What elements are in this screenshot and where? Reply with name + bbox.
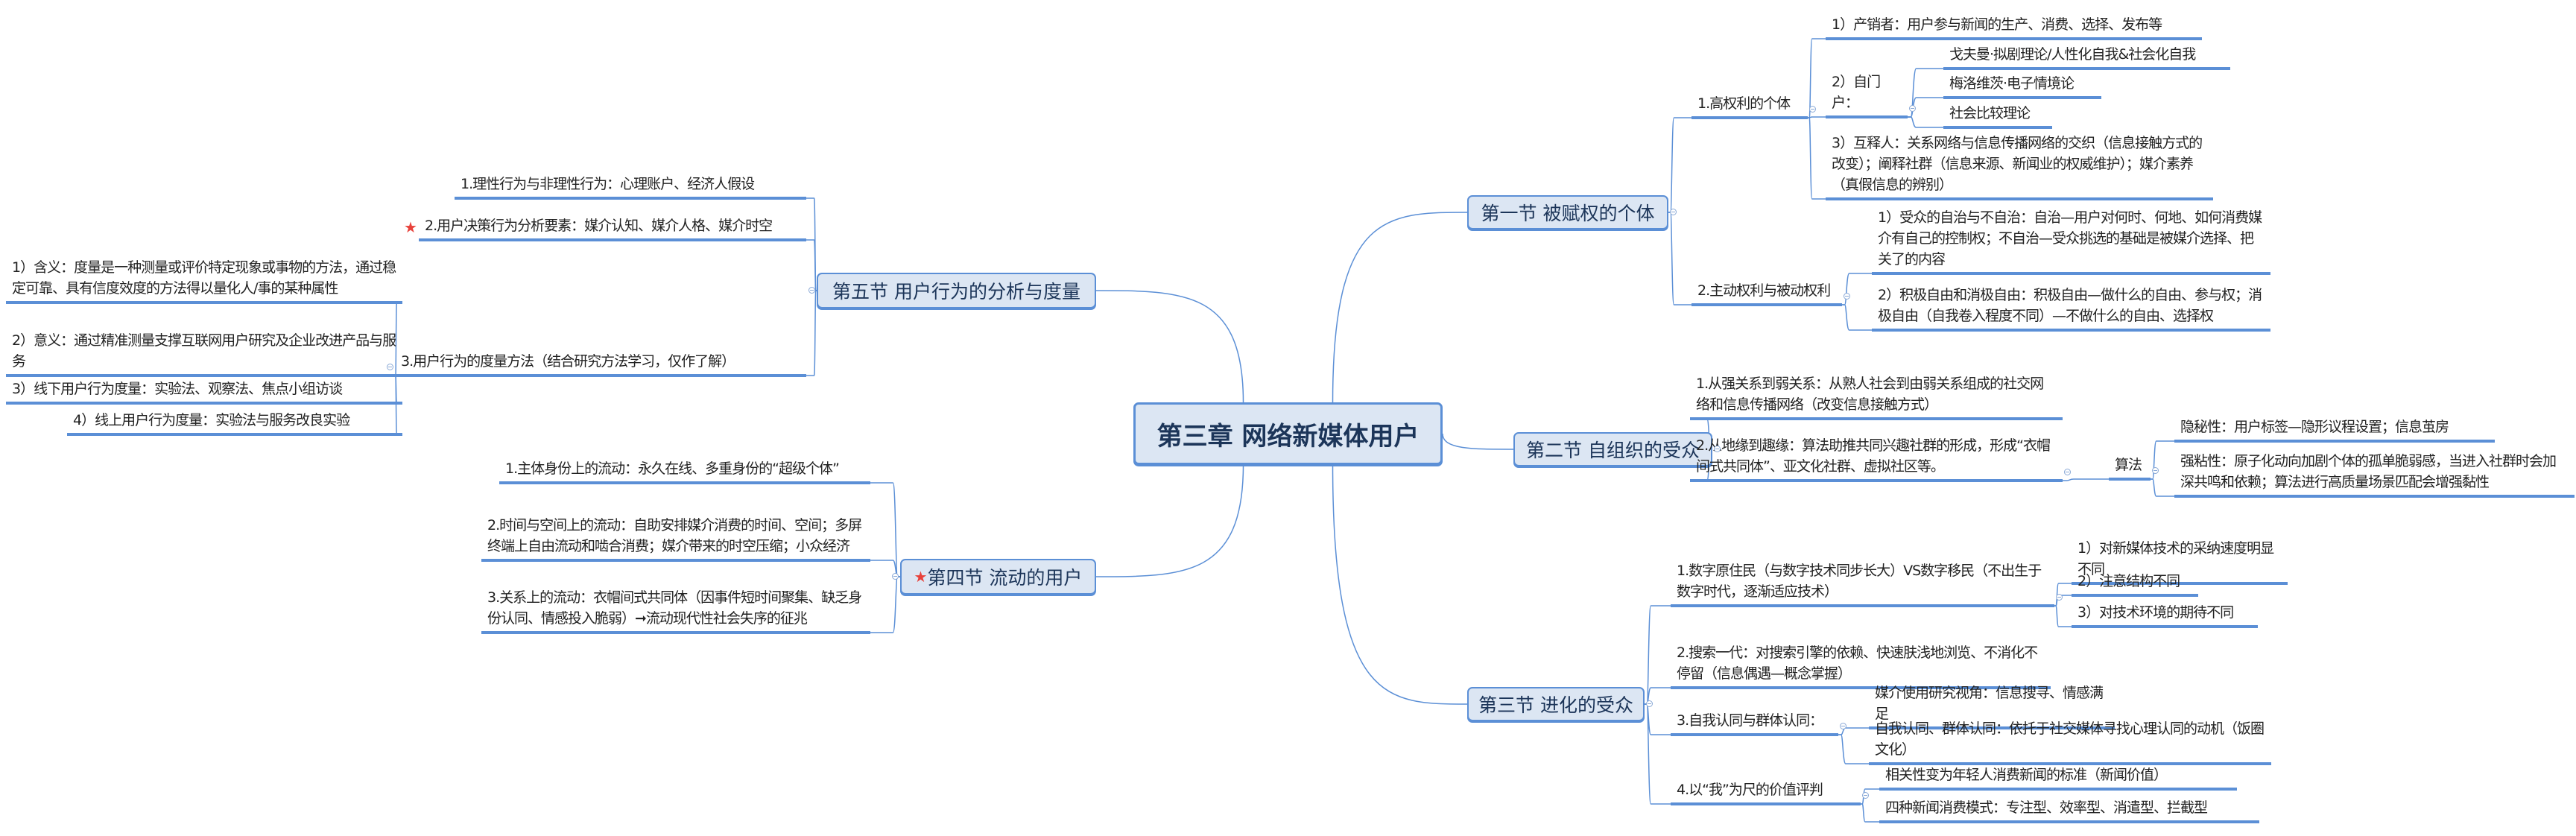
connector-line — [1442, 433, 1514, 450]
collapse-toggle-icon[interactable] — [1670, 209, 1677, 215]
topic-concealment[interactable]: 隐秘性：用户标签—隐形议程设置；信息茧房 — [2174, 415, 2495, 443]
connector-line — [1332, 464, 1468, 705]
topic-prosumer[interactable]: 1）产销者：用户参与新闻的生产、消费、选择、发布等 — [1826, 13, 2202, 40]
topic-identity[interactable]: 3.自我认同与群体认同： — [1671, 709, 1838, 736]
section-2-topic[interactable]: 第二节 自组织的受众 — [1513, 432, 1712, 466]
connector-line — [2054, 605, 2072, 627]
topic-measurement-methods[interactable]: 3.用户行为的度量方法（结合研究方法学习，仅作了解） — [395, 349, 806, 377]
topic-meaning[interactable]: 1）含义：度量是一种测量或评价特定现象或事物的方法，通过稳定可靠、具有信度效度的… — [6, 256, 402, 304]
star-marker-icon: ★ — [404, 218, 417, 236]
topic-significance[interactable]: 2）意义：通过精准测量支撑互联网用户研究及企业改进产品与服务 — [6, 329, 402, 377]
topic-adoption-speed[interactable]: 1）对新媒体技术的采纳速度明显不同 — [2072, 536, 2288, 585]
collapse-toggle-icon[interactable] — [1909, 105, 1916, 112]
connector-line — [1842, 304, 1872, 331]
collapse-toggle-icon[interactable] — [808, 287, 815, 294]
section-5-topic[interactable]: 第五节 用户行为的分析与度量 — [817, 273, 1096, 308]
central-topic[interactable]: 第三章 网络新媒体用户 — [1133, 402, 1443, 465]
topic-positive-negative-freedom[interactable]: 2）积极自由和消极自由：积极自由—做什么的自由、参与权；消极自由（自我卷入程度不… — [1872, 283, 2270, 332]
connector-line — [1095, 290, 1244, 403]
section-3-topic[interactable]: 第三节 进化的受众 — [1467, 687, 1645, 721]
connector-line — [1908, 116, 1943, 128]
topic-goffman[interactable]: 戈夫曼·拟剧理论/人性化自我&社会化自我 — [1943, 42, 2230, 70]
collapse-toggle-icon[interactable] — [2152, 467, 2159, 474]
topic-social-comparison[interactable]: 社会比较理论 — [1943, 101, 2052, 129]
collapse-toggle-icon[interactable] — [1840, 723, 1846, 729]
topic-geo-to-interest[interactable]: 2.从地缘到趣缘：算法助推共同兴趣社群的形成，形成“衣帽间式共同体”、亚文化社群… — [1690, 434, 2063, 482]
collapse-toggle-icon[interactable] — [1714, 446, 1721, 452]
connector-line — [1808, 117, 1826, 200]
collapse-toggle-icon[interactable] — [387, 364, 393, 370]
connector-line — [1842, 273, 1872, 305]
connector-line — [1808, 116, 1826, 118]
collapse-toggle-icon[interactable] — [892, 573, 899, 580]
connector-line — [1645, 605, 1671, 705]
topic-meyrowitz[interactable]: 梅洛维茨·电子情境论 — [1943, 72, 2101, 99]
connector-line — [870, 576, 900, 633]
topic-rational-behavior[interactable]: 1.理性行为与非理性行为：心理账户、经济人假设 — [455, 172, 806, 200]
topic-high-power-individual[interactable]: 1.高权利的个体 — [1692, 92, 1808, 119]
section-4-title: 第四节 流动的用户 — [927, 567, 1083, 589]
star-marker-icon: ★ — [914, 568, 928, 586]
topic-online-measurement[interactable]: 4）线上用户行为度量：实验法与服务改良实验 — [67, 408, 402, 436]
collapse-toggle-icon[interactable] — [1646, 700, 1653, 707]
connector-line — [2151, 478, 2174, 497]
collapse-toggle-icon[interactable] — [2064, 469, 2071, 475]
connector-line — [1668, 212, 1692, 305]
connector-line — [870, 482, 900, 577]
topic-self-portal[interactable]: 2）自门户： — [1826, 70, 1908, 118]
connector-line — [1861, 803, 1879, 823]
topic-tech-expectation[interactable]: 3）对技术环境的期待不同 — [2072, 601, 2258, 628]
topic-relevance[interactable]: 相关性变为年轻人消费新闻的标准（新闻价值） — [1879, 763, 2237, 791]
topic-time-space-flow[interactable]: 2.时间与空间上的流动：自助安排媒介消费的时间、空间；多屏终端上自由流动和啮合消… — [481, 513, 870, 562]
topic-interpreter[interactable]: 3）互释人：关系网络与信息传播网络的交织（信息接触方式的改变）；阐释社群（信息来… — [1826, 131, 2213, 200]
connector-line — [1332, 212, 1468, 403]
topic-consumption-modes[interactable]: 四种新闻消费模式：专注型、效率型、消遣型、拦截型 — [1879, 796, 2259, 823]
collapse-toggle-icon[interactable] — [1844, 293, 1850, 300]
connector-line — [2063, 478, 2109, 481]
collapse-toggle-icon[interactable] — [2056, 594, 2063, 601]
connector-line — [806, 290, 817, 376]
topic-stickiness[interactable]: 强粘性：原子化动向加剧个体的孤单脆弱感，当进入社群时会加深共鸣和依赖；算法进行高… — [2174, 449, 2575, 498]
section-1-topic[interactable]: 第一节 被赋权的个体 — [1467, 195, 1668, 229]
topic-strong-to-weak-ties[interactable]: 1.从强关系到弱关系：从熟人社会到由弱关系组成的社交网络和信息传播网络（改变信息… — [1690, 372, 2063, 420]
topic-decision-factors[interactable]: 2.用户决策行为分析要素：媒介认知、媒介人格、媒介时空 — [419, 214, 806, 241]
topic-active-passive-rights[interactable]: 2.主动权利与被动权利 — [1692, 279, 1842, 306]
topic-self-group-identity[interactable]: 自我认同、群体认同：依托于社交媒体寻找心理认同的动机（饭圈文化） — [1869, 717, 2271, 765]
topic-self-measure[interactable]: 4.以“我”为尺的价值评判 — [1671, 778, 1861, 805]
connector-line — [1095, 464, 1244, 577]
topic-identity-flow[interactable]: 1.主体身份上的流动：永久在线、多重身份的“超级个体” — [499, 457, 870, 484]
connector-line — [1808, 38, 1826, 118]
topic-autonomy[interactable]: 1）受众的自治与不自治：自治—用户对何时、何地、如何消费媒介有自己的控制权；不自… — [1872, 206, 2270, 275]
topic-relation-flow[interactable]: 3.关系上的流动：衣帽间式共同体（因事件短时间聚集、缺乏身份认同、情感投入脆弱）… — [481, 586, 870, 634]
topic-offline-measurement[interactable]: 3）线下用户行为度量：实验法、观察法、焦点小组访谈 — [6, 377, 402, 405]
topic-digital-natives[interactable]: 1.数字原住民（与数字技术同步长大）VS数字移民（不出生于数字时代，逐渐适应技术… — [1671, 559, 2054, 607]
connector-line — [806, 239, 817, 291]
topic-media-use-perspective[interactable]: 媒介使用研究视角：信息搜寻、情感满足 — [1869, 681, 2115, 729]
topic-search-generation[interactable]: 2.搜索一代：对搜索引擎的依赖、快速肤浅地浏览、不消化不停留（信息偶遇—概念掌握… — [1671, 641, 2051, 689]
collapse-toggle-icon[interactable] — [1862, 792, 1869, 799]
topic-algorithm[interactable]: 算法 — [2109, 453, 2151, 481]
section-4-topic[interactable]: ★第四节 流动的用户 — [900, 559, 1096, 595]
connector-line — [1668, 117, 1692, 213]
connector-line — [1838, 734, 1869, 764]
collapse-toggle-icon[interactable] — [1809, 106, 1816, 113]
topic-attention-structure[interactable]: 2）注意结构不同 — [2072, 569, 2198, 597]
